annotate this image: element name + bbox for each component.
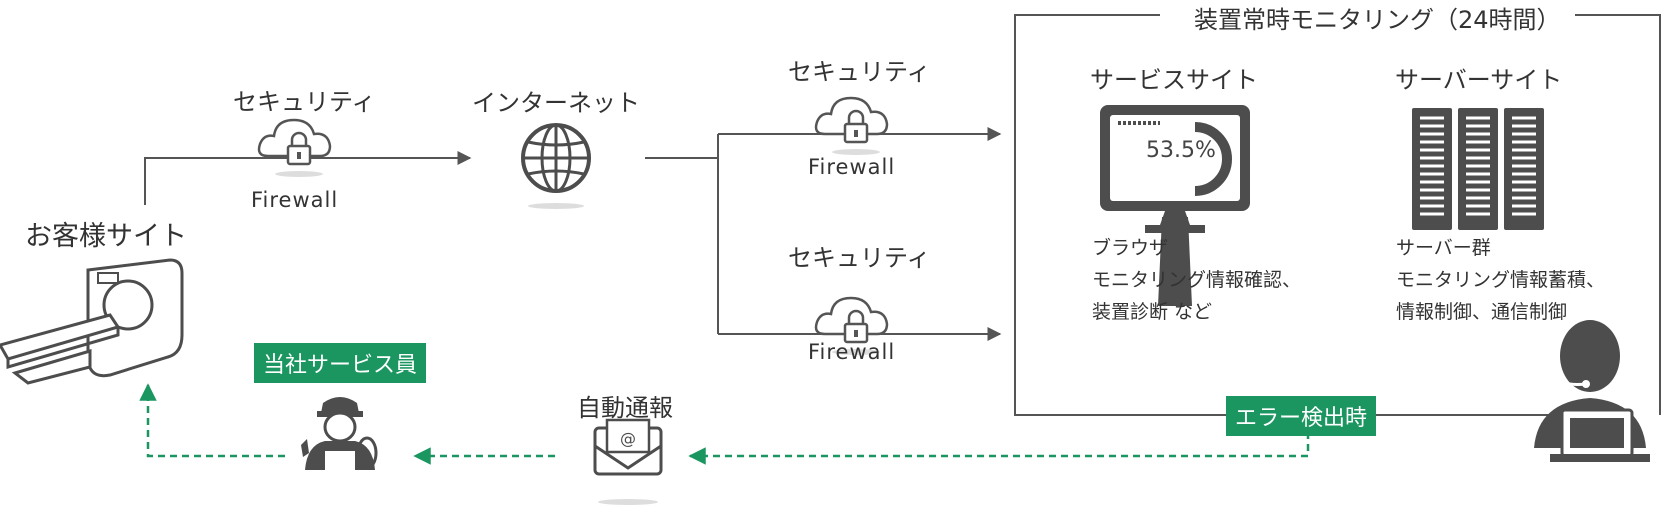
service-site-desc-line-1: ブラウザ xyxy=(1092,237,1169,259)
security-label-1: セキュリティ xyxy=(233,88,376,116)
service-worker-icon xyxy=(301,397,378,470)
mail-icon: @ xyxy=(593,418,663,505)
error-detected-tag: エラー検出時 xyxy=(1226,396,1377,436)
error-to-mail-line xyxy=(688,432,1310,465)
cloud-lock-icon xyxy=(814,296,889,355)
auto-report-label: 自動通報 xyxy=(577,394,673,422)
server-site-desc: サーバー群 モニタリング情報蓄積、 情報制御、通信制御 xyxy=(1396,232,1605,328)
firewall-label-1: Firewall xyxy=(251,188,339,212)
monitor-icon xyxy=(1100,105,1250,306)
monitoring-frame-title: 装置常時モニタリング（24時間） xyxy=(1180,0,1575,35)
svg-text:@: @ xyxy=(620,429,636,448)
operator-icon xyxy=(1534,320,1650,462)
error-return-path xyxy=(139,383,1310,465)
service-site-title: サービスサイト xyxy=(1090,66,1258,94)
server-site-desc-line-1: サーバー群 xyxy=(1396,237,1491,259)
internet-label: インターネット xyxy=(472,89,640,117)
service-site-desc-line-2: モニタリング情報確認、 xyxy=(1092,269,1302,291)
server-site-desc-line-3: 情報制御、通信制御 xyxy=(1396,301,1568,323)
cloud-lock-icon xyxy=(814,96,889,155)
security-label-3: セキュリティ xyxy=(788,244,931,272)
service-site-desc-line-3: 装置診断 など xyxy=(1092,301,1213,323)
security-label-2: セキュリティ xyxy=(788,58,931,86)
server-site-desc-line-2: モニタリング情報蓄積、 xyxy=(1396,269,1606,291)
customer-to-internet-line xyxy=(144,151,472,205)
gauge-value: 53.5% xyxy=(1146,138,1216,163)
server-icon xyxy=(1412,108,1544,230)
globe-icon xyxy=(521,123,591,209)
ct-scanner-icon xyxy=(0,258,184,385)
firewall-label-2: Firewall xyxy=(808,155,896,179)
server-site-title: サーバーサイト xyxy=(1395,66,1563,94)
staff-to-customer-line xyxy=(139,383,285,458)
service-site-desc: ブラウザ モニタリング情報確認、 装置診断 など xyxy=(1092,232,1301,328)
firewall-label-3: Firewall xyxy=(808,340,896,364)
cloud-lock-icon xyxy=(257,118,332,177)
service-staff-tag: 当社サービス員 xyxy=(254,343,427,383)
customer-site-label: お客様サイト xyxy=(25,221,187,252)
